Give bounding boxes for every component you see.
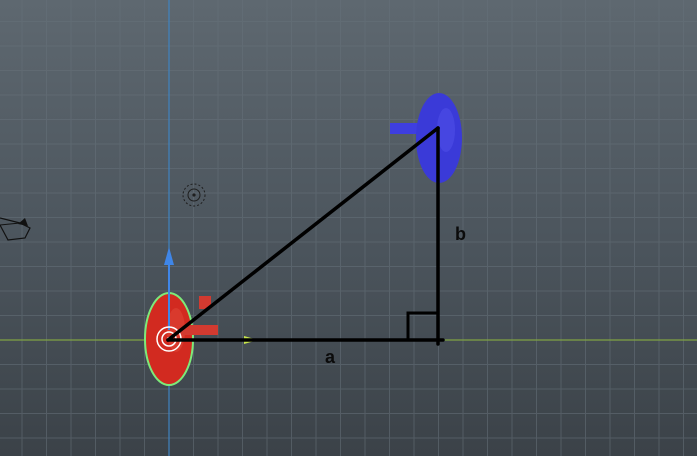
side-b-label: b <box>455 224 466 244</box>
z-axis-handle[interactable] <box>199 296 211 309</box>
right-triangle <box>166 126 445 346</box>
move-gizmo[interactable] <box>164 247 258 344</box>
side-a-label: a <box>325 347 336 367</box>
y-axis-arrow-head[interactable] <box>164 247 174 265</box>
camera-icon[interactable] <box>0 217 31 241</box>
point-light-icon[interactable] <box>182 183 206 207</box>
hypotenuse-line <box>166 126 440 342</box>
right-angle-marker <box>406 311 440 342</box>
gizmo-plane-handle[interactable] <box>180 325 218 335</box>
